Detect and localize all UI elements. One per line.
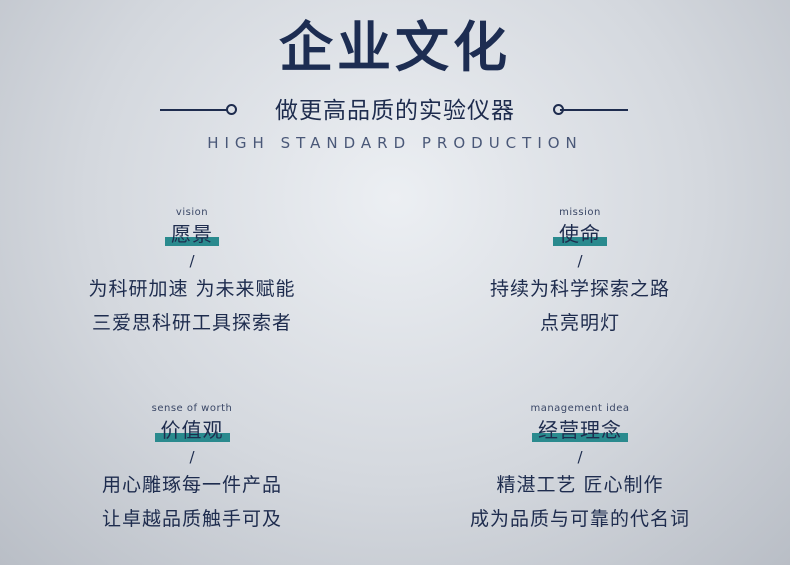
vision-english-label: vision — [175, 207, 209, 218]
mission-heading: 使命 — [553, 220, 607, 248]
vision-line-1: 为科研加速 为未来赋能 — [88, 278, 296, 300]
worth-title: 价值观 — [160, 418, 224, 442]
vision-slash: / — [189, 252, 195, 270]
management-english-label: management idea — [530, 403, 630, 414]
mission-highlight-bar — [553, 237, 607, 246]
divider-line-right — [560, 109, 628, 111]
worth-line-2: 让卓越品质触手可及 — [101, 508, 282, 530]
worth-line-1: 用心雕琢每一件产品 — [101, 474, 282, 496]
worth-slash: / — [189, 448, 195, 466]
worth-highlight-bar — [154, 433, 230, 442]
mission-line-2: 点亮明灯 — [539, 312, 620, 334]
subtitle-row: 做更高品质的实验仪器 — [0, 94, 790, 128]
vision-line-2: 三爱思科研工具探索者 — [91, 312, 292, 334]
page-title: 企业文化 — [279, 15, 511, 79]
vision-title: 愿景 — [171, 222, 213, 246]
management-line-2: 成为品质与可靠的代名词 — [469, 508, 690, 530]
management-slash: / — [577, 448, 583, 466]
worth-heading: 价值观 — [154, 416, 230, 444]
management-line-1: 精湛工艺 匠心制作 — [496, 474, 664, 496]
divider-line-left — [160, 109, 228, 111]
management-highlight-bar — [532, 433, 628, 442]
mission-line-1: 持续为科学探索之路 — [489, 278, 670, 300]
mission-slash: / — [577, 252, 583, 270]
mission-block: mission 使命 / 持续为科学探索之路 点亮明灯 — [430, 207, 730, 340]
page-subtitle-english: HIGH STANDARD PRODUCTION — [207, 134, 583, 152]
management-heading: 经营理念 — [532, 416, 628, 444]
mission-title: 使命 — [559, 222, 601, 246]
page-subtitle: 做更高品质的实验仪器 — [275, 98, 515, 124]
vision-block: vision 愿景 / 为科研加速 为未来赋能 三爱思科研工具探索者 — [42, 207, 342, 340]
divider-dot-left — [226, 104, 237, 115]
worth-block: sense of worth 价值观 / 用心雕琢每一件产品 让卓越品质触手可及 — [42, 403, 342, 536]
mission-english-label: mission — [559, 207, 601, 218]
management-title: 经营理念 — [538, 418, 622, 442]
worth-english-label: sense of worth — [151, 403, 233, 414]
vision-heading: 愿景 — [165, 220, 219, 248]
vision-highlight-bar — [165, 237, 219, 246]
management-block: management idea 经营理念 / 精湛工艺 匠心制作 成为品质与可靠… — [430, 403, 730, 536]
